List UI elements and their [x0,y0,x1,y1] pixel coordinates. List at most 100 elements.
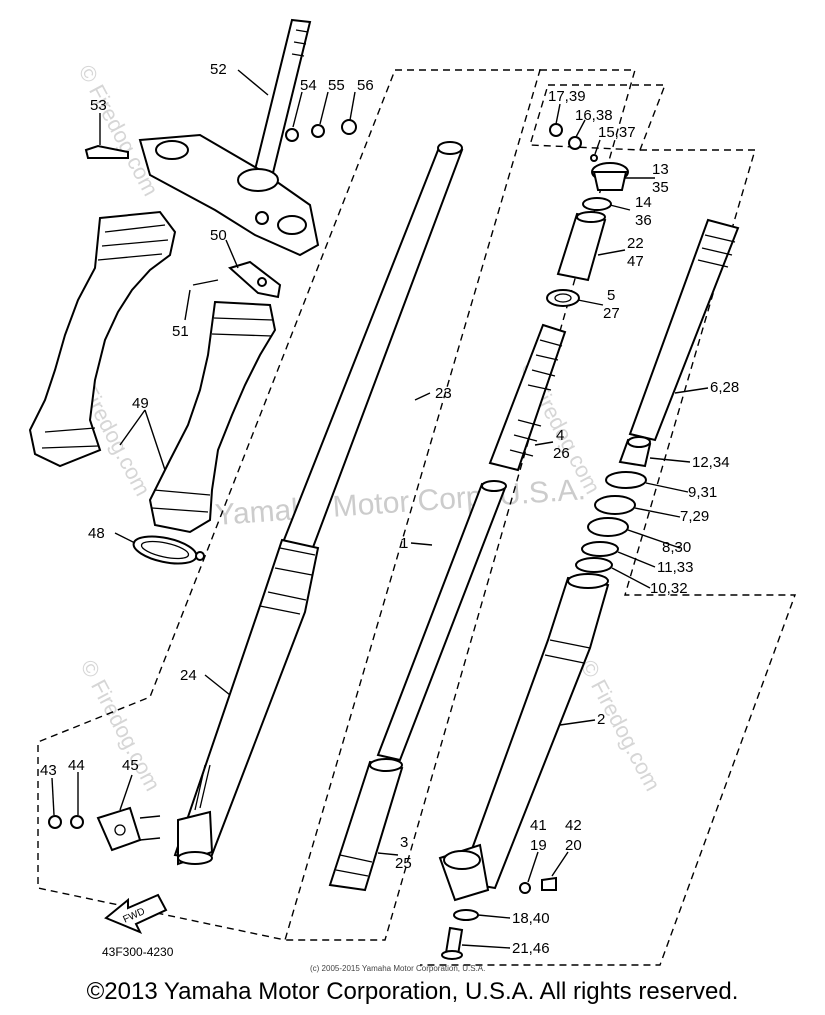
o-ring-15 [590,154,598,162]
firedog-watermark-bottom-right: © Firedog.com [576,656,666,795]
label-11-33: 11,33 [657,559,693,576]
leader-43 [51,777,55,816]
label-4: 4 [556,427,564,444]
center-dashed-boundary [285,69,636,941]
label-43: 43 [40,762,57,779]
leader-21 [461,944,511,949]
leader-56 [349,91,356,121]
label-1: 1 [400,535,408,552]
leader-55 [319,91,329,125]
label-47: 47 [627,253,644,270]
leader-16 [575,119,586,138]
label-41: 41 [530,817,547,834]
center-watermark: Yamaha Motor Corp. U.S.A. [214,473,587,532]
label-50: 50 [210,227,227,244]
clip-11 [581,541,619,557]
damper-piston [328,758,404,892]
cable-guide [228,260,282,299]
leader-14 [609,204,631,211]
boot-clamp [132,535,205,565]
right-inner-tube [628,218,740,442]
label-17-39: 17,39 [548,88,586,105]
label-25: 25 [395,855,412,872]
nut-43 [48,815,62,829]
label-22: 22 [627,235,644,252]
label-53: 53 [90,97,107,114]
o-ring-14 [582,197,612,211]
label-26: 26 [553,445,570,462]
label-7-29: 7,29 [680,508,709,525]
label-55: 55 [328,77,345,94]
label-18-40: 18,40 [512,910,550,927]
fwd-arrow-icon: FWD [104,893,168,934]
fork-boot-right [148,300,277,534]
leader-8 [627,529,681,549]
label-51: 51 [172,323,189,340]
label-15-37: 15,37 [598,124,636,141]
leader-51 [184,289,191,321]
leader-3 [377,852,399,856]
label-48: 48 [88,525,105,542]
spring-seat-5 [546,289,580,307]
leader-7 [634,507,681,518]
leader-54 [292,91,303,128]
outer-tube [173,538,320,866]
leader-15 [594,139,601,155]
cap-bolt-13 [591,162,629,191]
bushing-7 [594,495,636,515]
leader-48 [114,532,136,544]
label-54: 54 [300,77,317,94]
label-24: 24 [180,667,197,684]
leader-49 [119,409,166,471]
label-52: 52 [210,61,227,78]
leader-12 [649,457,691,463]
label-27: 27 [603,305,620,322]
axle-holder [96,806,161,852]
oil-lock-piece-12 [618,436,652,468]
fork-spring [488,323,567,472]
leader-19 [527,851,539,883]
label-6-28: 6,28 [710,379,739,396]
label-56: 56 [357,77,374,94]
washer-9 [605,471,647,489]
label-3: 3 [400,834,408,851]
gasket-18 [453,909,479,921]
firedog-watermark-top: © Firedog.com [74,61,164,200]
leader-52 [237,69,269,96]
leader-6 [674,387,709,394]
right-outer-tube [438,573,610,902]
valve-17 [549,123,563,137]
label-19: 19 [530,837,547,854]
label-16-38: 16,38 [575,107,613,124]
leader-18 [477,914,511,919]
copyright-notice: ©2013 Yamaha Motor Corporation, U.S.A. A… [86,978,739,1005]
label-21-46: 21,46 [512,940,550,957]
leader-45 [119,774,133,811]
leader-11 [617,551,656,568]
lock-washer-55 [311,124,325,138]
label-9-31: 9,31 [688,484,717,501]
firedog-watermark-bottom-left: © Firedog.com [76,656,166,795]
steering-stem [250,18,312,187]
label-8-30: 8,30 [662,539,691,556]
leader-50 [225,239,239,269]
bolt-19 [519,882,531,894]
label-5: 5 [607,287,615,304]
bolt-20 [541,876,557,891]
label-36: 36 [635,212,652,229]
spacer-22 [556,211,607,282]
leader-20 [551,851,569,877]
washer-54 [285,128,299,142]
leader-17 [555,103,561,125]
label-20: 20 [565,837,582,854]
oil-seal-8 [587,517,629,537]
drain-bolt-21 [441,926,464,960]
right-dashed-boundary [420,149,797,966]
label-35: 35 [652,179,669,196]
leader-4 [534,441,554,446]
nut-56 [341,119,357,135]
leader-24 [204,674,231,696]
fork-boot-left [28,210,177,468]
label-2: 2 [597,711,605,728]
damper-rod [376,480,507,762]
